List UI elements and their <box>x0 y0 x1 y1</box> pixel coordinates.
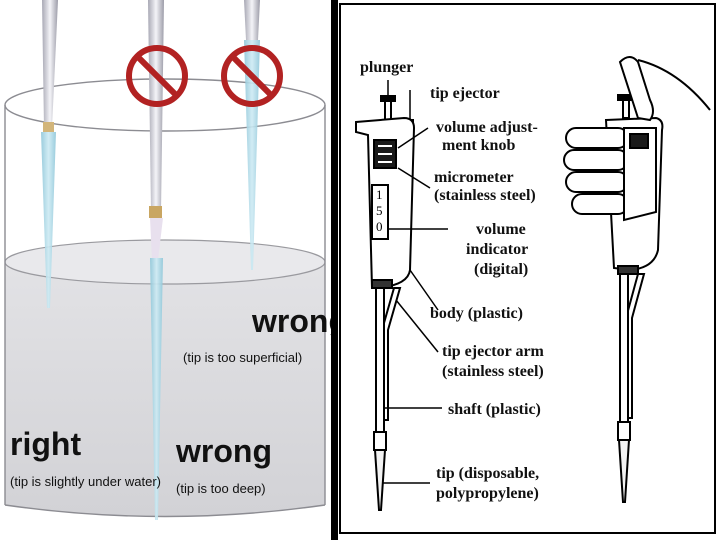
note-wrong-superficial: (tip is too superficial) <box>183 350 302 365</box>
display-digit-1: 1 <box>376 187 383 202</box>
leader-lines <box>383 80 448 484</box>
water-surface <box>4 239 326 285</box>
diagram-frame <box>339 3 716 534</box>
label-volume-indicator-2: indicator <box>466 241 528 258</box>
beaker-illustration: right (tip is slightly under water) wron… <box>4 0 331 520</box>
pipette-labeled <box>355 95 416 511</box>
prohibition-sign-superficial <box>221 45 283 107</box>
pipette-too-superficial <box>244 0 260 270</box>
label-tip-1: tip (disposable, <box>436 465 539 482</box>
label-volume-adjustment-1: volume adjust- <box>436 119 538 136</box>
label-wrong-superficial: wrong <box>251 303 331 339</box>
label-tip-ejector-arm-1: tip ejector arm <box>442 343 545 360</box>
label-micrometer-2: (stainless steel) <box>434 187 536 204</box>
pipette-diagram: 1 5 0 plunger tip ejector volume adjust-… <box>339 3 716 534</box>
label-plunger: plunger <box>360 59 413 76</box>
label-volume-adjustment-2: ment knob <box>442 137 515 154</box>
note-wrong-deep: (tip is too deep) <box>176 481 266 496</box>
pipetting-depth-panel: right (tip is slightly under water) wron… <box>0 0 331 540</box>
display-digit-2: 5 <box>376 203 383 218</box>
label-tip-ejector-arm-2: (stainless steel) <box>442 363 544 380</box>
label-body: body (plastic) <box>430 305 523 322</box>
hand-illustration <box>563 56 711 222</box>
pipette-parts-panel: 1 5 0 plunger tip ejector volume adjust-… <box>338 0 720 540</box>
prohibition-sign-deep <box>126 45 188 107</box>
label-volume-indicator-3: (digital) <box>474 261 528 278</box>
label-micrometer-1: micrometer <box>434 169 514 186</box>
label-right: right <box>10 426 81 462</box>
label-tip-2: polypropylene) <box>436 485 539 502</box>
display-digit-3: 0 <box>376 219 383 234</box>
pipette-right <box>41 0 58 308</box>
label-volume-indicator-1: volume <box>476 221 526 238</box>
note-right: (tip is slightly under water) <box>10 474 161 489</box>
water <box>5 251 325 517</box>
label-tip-ejector: tip ejector <box>430 85 500 102</box>
beaker <box>4 78 326 518</box>
label-wrong-deep: wrong <box>175 433 272 469</box>
label-shaft: shaft (plastic) <box>448 401 541 418</box>
